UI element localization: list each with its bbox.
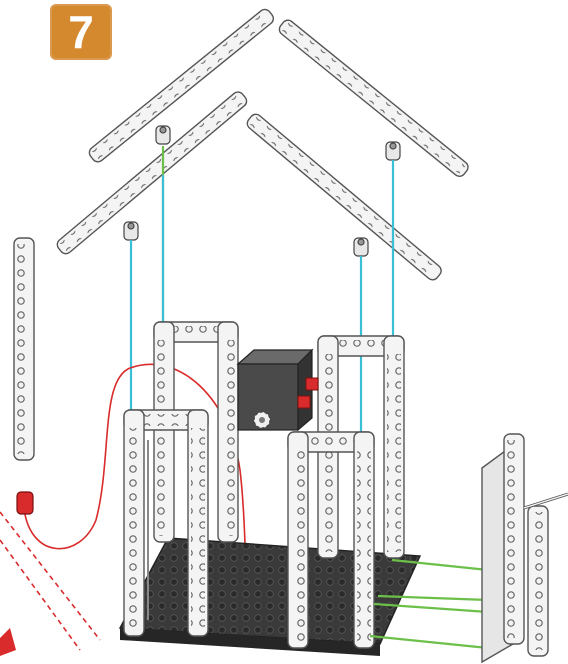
- motor-red-clip: [298, 396, 310, 408]
- peg: [124, 222, 138, 240]
- motor-block: [238, 350, 318, 430]
- plug-tip-offscreen: [0, 628, 16, 656]
- peg: [386, 142, 400, 160]
- roof-pegs: [124, 126, 400, 256]
- peg: [354, 238, 368, 256]
- motor-red-clip: [306, 378, 318, 390]
- peg: [156, 126, 170, 144]
- loose-beam: [14, 238, 34, 460]
- cable-path-dashed: [0, 512, 100, 650]
- gear-icon: [254, 412, 270, 428]
- base-plate: [120, 538, 420, 656]
- door-assembly: [482, 434, 568, 662]
- cable-plug: [17, 492, 33, 514]
